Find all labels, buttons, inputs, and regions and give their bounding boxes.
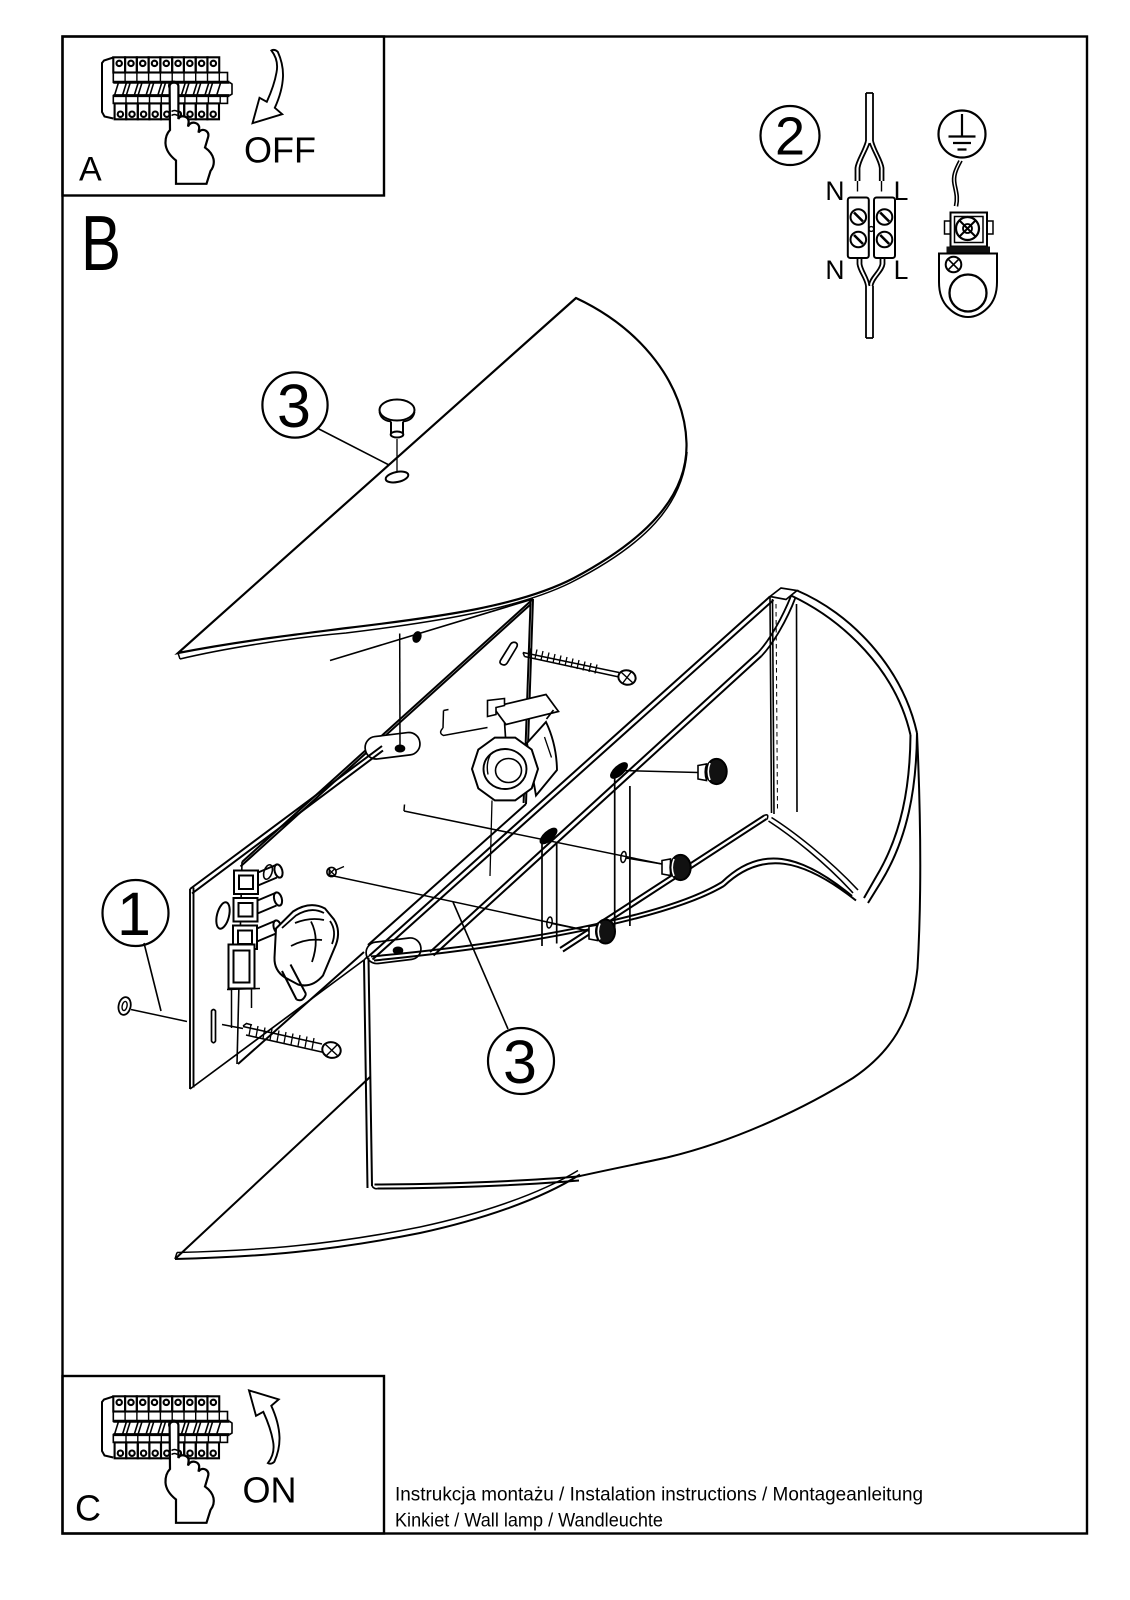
svg-text:B: B [81, 199, 121, 287]
svg-text:L: L [894, 176, 909, 206]
svg-text:3: 3 [503, 1028, 537, 1096]
svg-text:1: 1 [117, 880, 151, 948]
svg-text:A: A [79, 151, 102, 189]
svg-text:Instrukcja montażu / Instalati: Instrukcja montażu / Instalation instruc… [395, 1484, 923, 1506]
svg-text:Kinkiet / Wall lamp / Wandleu: Kinkiet / Wall lamp / Wandleuchte [395, 1510, 663, 1532]
svg-text:N: N [825, 255, 844, 285]
svg-text:2: 2 [775, 107, 805, 167]
svg-text:3: 3 [277, 372, 311, 440]
svg-text:N: N [825, 176, 844, 206]
svg-text:OFF: OFF [244, 130, 316, 171]
svg-text:ON: ON [243, 1470, 297, 1511]
svg-text:L: L [894, 255, 909, 285]
svg-text:C: C [75, 1488, 101, 1529]
